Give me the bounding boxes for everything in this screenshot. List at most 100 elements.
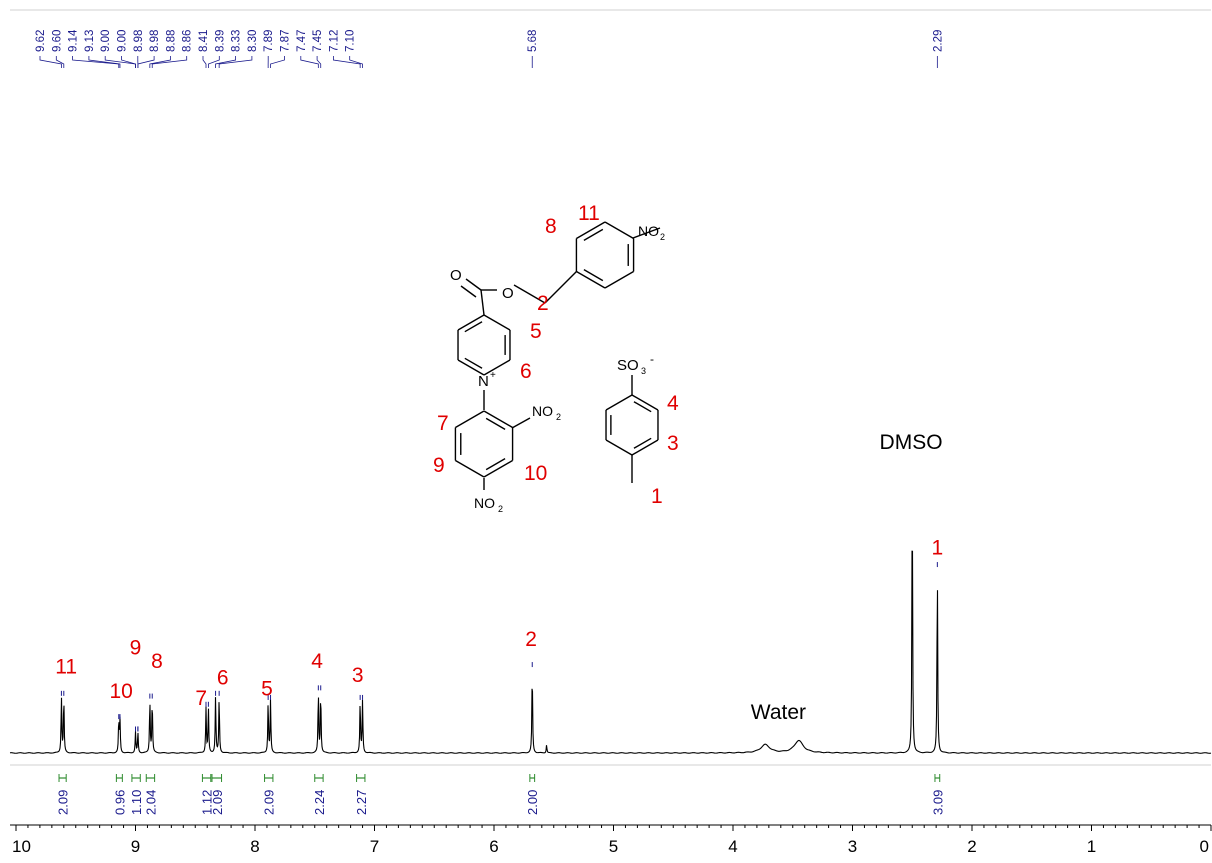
- peak-assignment-label: 2: [525, 628, 537, 651]
- structure-position-label: 4: [667, 392, 679, 415]
- peak-label: 7.45: [312, 30, 324, 52]
- structure-atom-label: 2: [660, 232, 665, 242]
- structure-atom-label: O: [450, 267, 462, 284]
- structure-bond: [486, 459, 505, 470]
- structure-bond: [606, 395, 632, 410]
- peak-label-connector: [138, 56, 154, 68]
- structure-bond: [486, 418, 505, 429]
- peak-label: 8.98: [149, 30, 161, 52]
- solvent-label: DMSO: [880, 431, 943, 454]
- peak-label: 7.10: [345, 30, 357, 52]
- chemical-structure: [455, 222, 660, 490]
- peak-label: 9.62: [35, 30, 47, 52]
- peak-assignment-label: 10: [109, 680, 132, 703]
- structure-atom-label: 2: [556, 412, 561, 422]
- structure-atom-label: NO: [532, 403, 553, 419]
- peak-label-connector: [301, 56, 319, 68]
- peak-label: 2.29: [932, 30, 944, 52]
- structure-bond: [484, 315, 510, 330]
- peak-label: 9.00: [117, 30, 129, 52]
- structure-position-label: 3: [667, 432, 679, 455]
- structure-position-label: 2: [537, 292, 549, 315]
- peak-assignment-label: 8: [151, 650, 163, 673]
- x-axis-tick-label: 4: [728, 837, 737, 856]
- structure-bond: [465, 322, 482, 332]
- structure-position-label: 7: [437, 412, 449, 435]
- integral-value: 2.09: [210, 790, 225, 815]
- spectrum-trace: [10, 551, 1211, 753]
- peak-label-connector: [271, 56, 285, 68]
- peak-label: 7.87: [280, 30, 292, 52]
- structure-bond: [606, 440, 632, 455]
- peak-label-connector: [122, 56, 136, 68]
- x-axis-tick-label: 10: [12, 837, 31, 856]
- x-axis-tick-label: 7: [370, 837, 379, 856]
- x-axis-tick-label: 6: [489, 837, 498, 856]
- x-axis-tick-label: 5: [609, 837, 618, 856]
- integral-value: 2.24: [312, 790, 327, 815]
- structure-atom-label: -: [650, 352, 654, 366]
- integral-value: 1.10: [129, 790, 144, 815]
- structure-atom-label: NO: [638, 223, 659, 239]
- peak-label: 7.47: [296, 30, 308, 52]
- peak-label: 9.14: [68, 29, 80, 52]
- structure-bond: [634, 438, 651, 448]
- peak-label: 5.68: [527, 30, 539, 52]
- peak-assignment-label: 3: [352, 664, 364, 687]
- x-axis-tick-label: 9: [131, 837, 140, 856]
- peak-label: 8.88: [165, 30, 177, 52]
- peak-label: 7.89: [263, 30, 275, 52]
- structure-position-label: 8: [545, 215, 557, 238]
- structure-atom-label: SO: [617, 357, 639, 374]
- peak-label: 8.98: [133, 30, 145, 52]
- structure-position-label: 1: [651, 485, 663, 508]
- structure-bond: [455, 461, 484, 478]
- structure-bond: [634, 402, 651, 412]
- peak-label: 8.30: [247, 30, 259, 52]
- structure-bond: [605, 272, 634, 289]
- structure-atom-label: 3: [641, 366, 646, 376]
- integral-value: 3.09: [930, 790, 945, 815]
- structure-position-label: 9: [433, 454, 445, 477]
- peak-label-connector: [73, 56, 119, 68]
- peak-assignment-label: 5: [261, 677, 273, 700]
- structure-bond: [512, 418, 530, 428]
- peak-label-connector: [317, 56, 321, 68]
- structure-atom-label: NO: [474, 495, 495, 511]
- structure-position-label: 6: [520, 360, 532, 383]
- x-axis-tick-label: 8: [250, 837, 259, 856]
- structure-atom-label: +: [490, 370, 496, 381]
- structure-bond: [461, 286, 476, 297]
- integral-value: 2.09: [262, 790, 277, 815]
- peak-label: 8.86: [182, 30, 194, 52]
- peak-label-connector: [152, 56, 186, 68]
- integral-value: 0.96: [112, 790, 127, 815]
- structure-atom-label: 2: [498, 504, 503, 514]
- peak-assignment-label: 1: [932, 536, 944, 559]
- peak-label-connector: [208, 56, 219, 68]
- structure-bond: [465, 358, 482, 368]
- structure-atom-label: O: [502, 285, 514, 302]
- structure-bond: [584, 270, 603, 281]
- peak-label-connector: [203, 56, 206, 68]
- peak-assignment-label: 7: [195, 687, 207, 710]
- peak-label: 8.33: [231, 30, 243, 52]
- peak-label-connector: [56, 56, 64, 68]
- structure-bond: [466, 279, 481, 290]
- peak-label: 9.13: [84, 30, 96, 52]
- peak-assignment-label: 9: [130, 636, 142, 659]
- structure-atom-label: N: [478, 373, 489, 390]
- x-axis-tick-label: 1: [1087, 837, 1096, 856]
- peak-label: 8.41: [198, 30, 210, 52]
- x-axis-tick-label: 0: [1200, 837, 1209, 856]
- peak-assignment-label: 11: [55, 656, 77, 679]
- peak-label: 9.00: [100, 30, 112, 52]
- peak-label: 9.60: [51, 30, 63, 52]
- peak-label-connector: [350, 56, 363, 68]
- structure-bond: [584, 229, 603, 240]
- x-axis-tick-label: 2: [967, 837, 976, 856]
- structure-bond: [481, 290, 484, 315]
- solvent-label: Water: [751, 701, 806, 724]
